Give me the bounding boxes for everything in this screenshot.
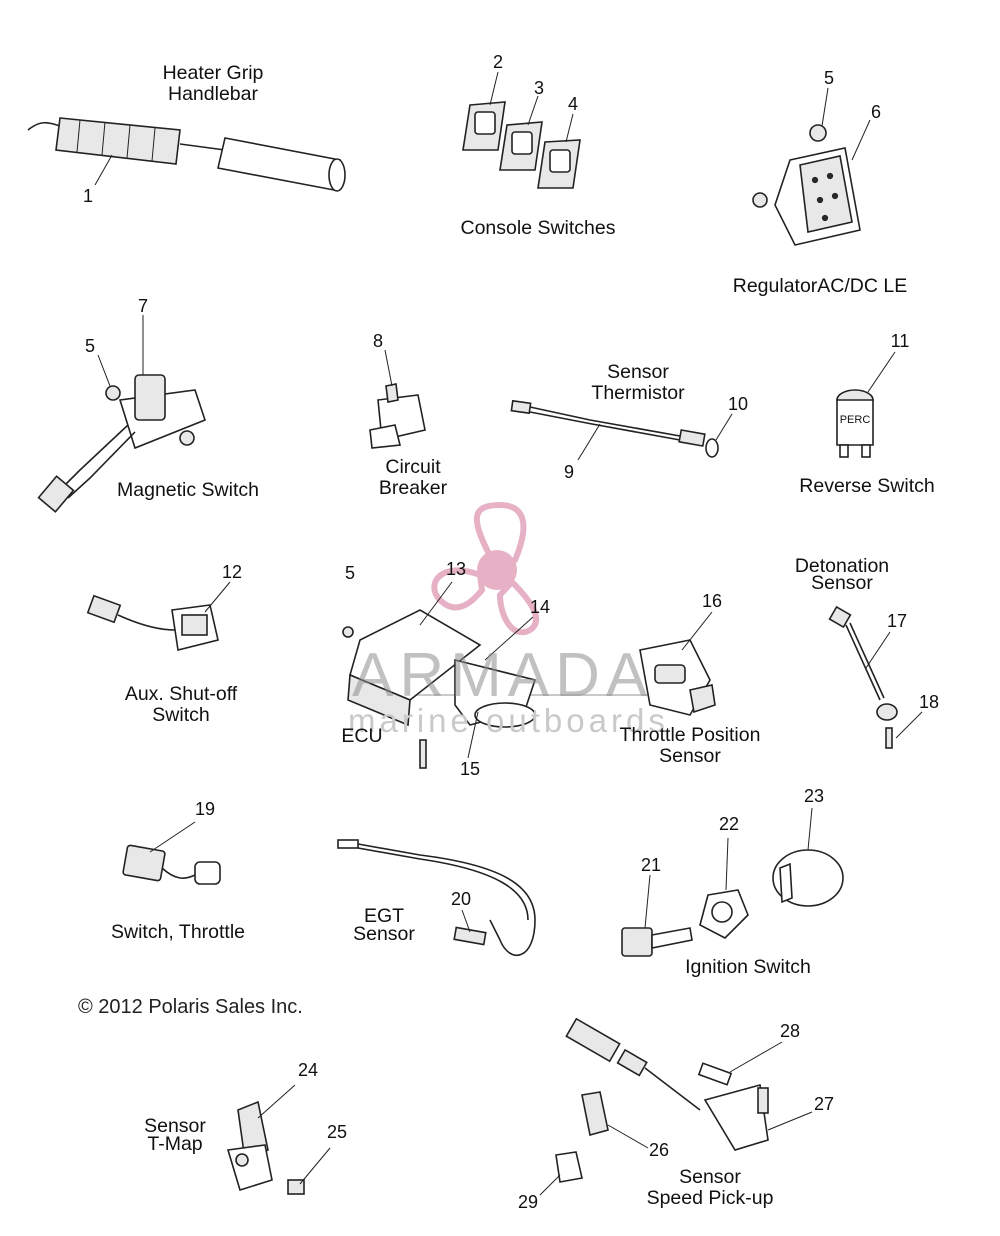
callout-number: 14: [529, 597, 551, 617]
label-ignition-switch: Ignition Switch: [685, 956, 811, 978]
callout-number: 6: [870, 102, 882, 122]
label-sensor-speed-pickup: Sensor Speed Pick-up: [646, 1166, 774, 1209]
callout-number: 19: [194, 799, 216, 819]
label-aux-shutoff: Aux. Shut-off Switch: [124, 683, 238, 726]
callout-number: 5: [823, 68, 835, 88]
callout-number: 3: [533, 78, 545, 98]
callout-number: 7: [137, 296, 149, 316]
callout-number: 21: [640, 855, 662, 875]
heater-grip-handlebar-part: [27, 117, 346, 192]
label-detonation-sensor: Detonation Sensor: [794, 555, 890, 594]
console-switches-part: [462, 71, 581, 189]
callout-number: 16: [701, 591, 723, 611]
watermark-brand: ARMADA: [352, 641, 654, 710]
callout-number: 15: [459, 759, 481, 779]
callout-number: 13: [445, 559, 467, 579]
callout-number: 4: [567, 94, 579, 114]
watermark-propeller-icon: [431, 501, 539, 636]
callout-number: 24: [297, 1060, 319, 1080]
throttle-switch-part: [122, 821, 221, 885]
label-egt-sensor: EGT Sensor: [353, 905, 415, 945]
label-regulator: RegulatorAC/DC LE: [732, 275, 908, 297]
reverse-switch-part: [836, 351, 896, 458]
callout-number: 22: [718, 814, 740, 834]
label-reverse-switch: Reverse Switch: [799, 475, 935, 497]
ignition-switch-part: [621, 807, 844, 957]
aux-shutoff-switch-part: [86, 581, 231, 651]
egt-sensor-part: [337, 839, 536, 957]
label-throttle-switch: Switch, Throttle: [110, 921, 246, 943]
thermistor-sensor-part: [510, 399, 733, 461]
callout-number: 26: [648, 1140, 670, 1160]
watermark-tagline: marine outboards: [348, 702, 669, 739]
callout-number: 23: [803, 786, 825, 806]
label-console-switches: Console Switches: [460, 217, 616, 239]
copyright-notice: © 2012 Polaris Sales Inc.: [78, 996, 303, 1018]
label-ecu: ECU: [341, 725, 383, 747]
circuit-breaker-part: [369, 349, 426, 449]
callout-number: 11: [890, 331, 910, 351]
callout-number: 9: [563, 462, 575, 482]
callout-number: 5: [84, 336, 96, 356]
label-throttle-position-sensor: Throttle Position Sensor: [619, 724, 761, 767]
label-magnetic-switch: Magnetic Switch: [117, 479, 259, 501]
callout-number: 2: [492, 52, 504, 72]
callout-number: 5: [344, 563, 356, 583]
callout-number: 27: [813, 1094, 835, 1114]
callout-number: 12: [221, 562, 243, 582]
callout-number: 25: [326, 1122, 348, 1142]
speed-pickup-sensor-part: [539, 1017, 813, 1196]
callout-number: 18: [918, 692, 940, 712]
callout-number: 17: [886, 611, 908, 631]
label-sensor-tmap: Sensor T-Map: [144, 1115, 206, 1155]
ecu-part: [342, 581, 537, 769]
callout-number: 10: [727, 394, 749, 414]
detonation-sensor-part: [828, 605, 923, 749]
callout-number: 1: [82, 186, 94, 206]
regulator-part: [752, 87, 871, 246]
callout-number: 8: [372, 331, 384, 351]
callout-number: 20: [450, 889, 472, 909]
label-circuit-breaker: Circuit Breaker: [378, 456, 448, 499]
label-heater-grip: Heater Grip Handlebar: [162, 62, 264, 105]
throttle-position-sensor-part: [639, 611, 716, 716]
magnetic-switch-part: [37, 315, 206, 513]
callout-number: 29: [517, 1192, 539, 1212]
tmap-sensor-part: [226, 1084, 331, 1195]
label-sensor-thermistor: Sensor Thermistor: [591, 361, 685, 404]
reverse-switch-marking: PERC: [839, 414, 871, 426]
callout-number: 28: [779, 1021, 801, 1041]
